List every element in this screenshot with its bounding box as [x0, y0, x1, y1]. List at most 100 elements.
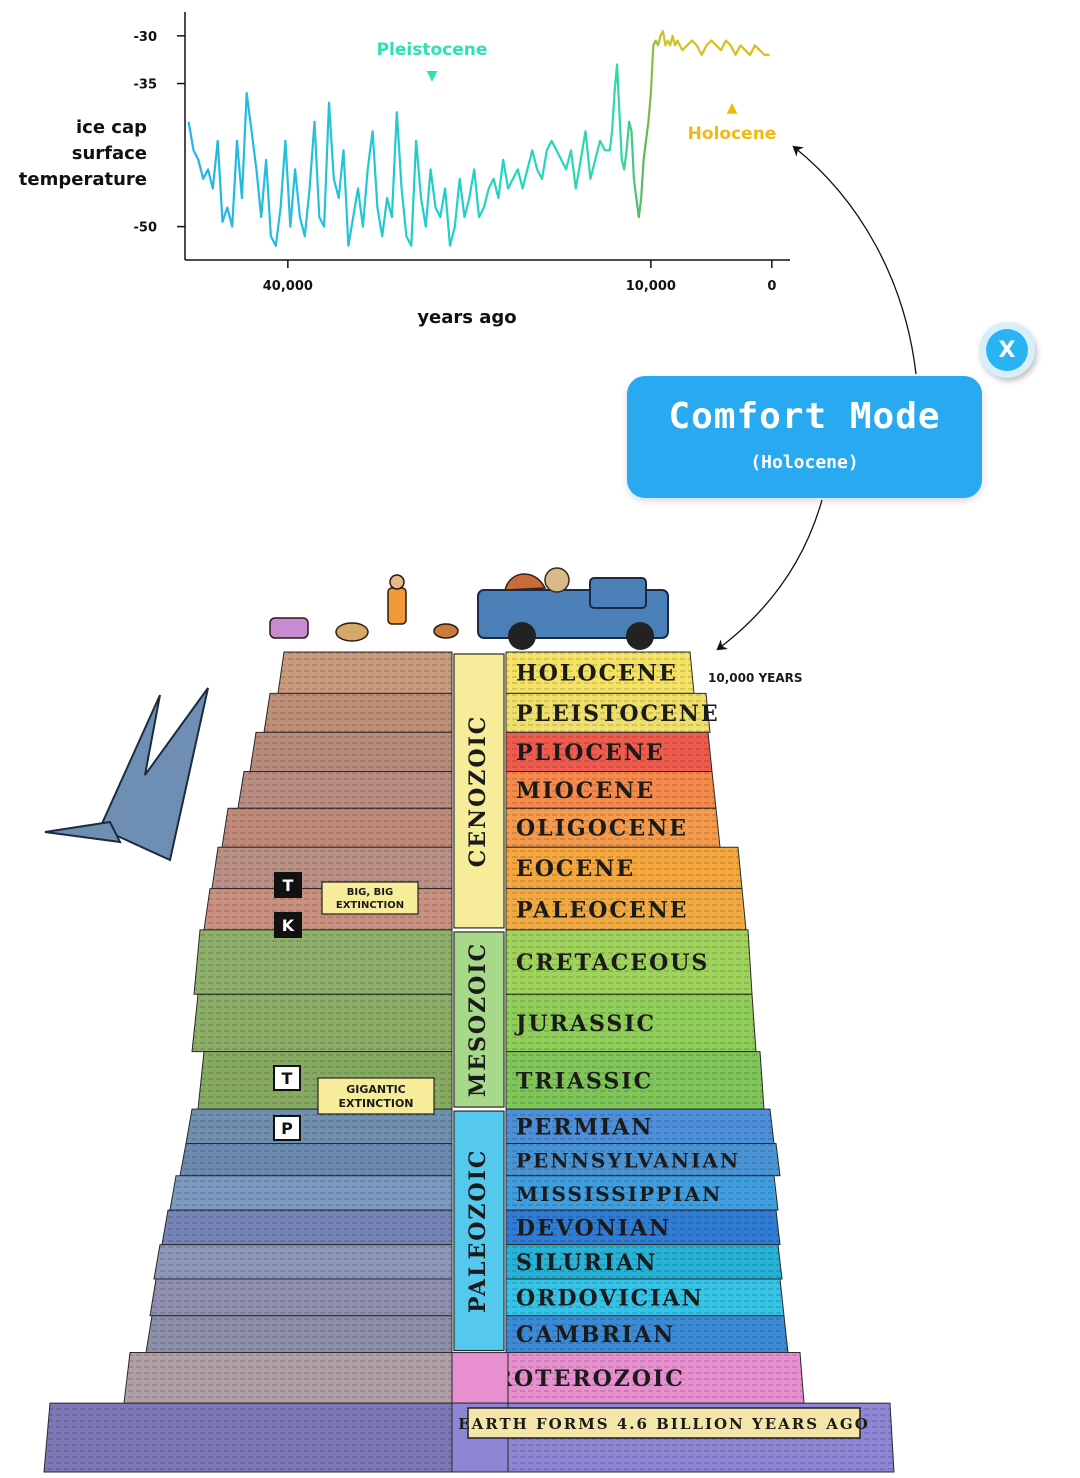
y-tick-label: -30	[134, 30, 158, 45]
extinction-kt-label-box	[321, 881, 419, 915]
period-layer-texture	[506, 929, 752, 995]
period-label-holocene: HOLOCENE	[516, 661, 678, 687]
rock-layer-left-texture	[124, 1352, 452, 1404]
extinction-pt-p-badge	[273, 1115, 301, 1141]
period-layer-texture	[506, 652, 694, 694]
period-layer-texture	[506, 1315, 788, 1353]
period-layer-texture	[506, 888, 746, 930]
period-label-paleocene: PALEOCENE	[516, 897, 689, 923]
y-tick-label: -50	[134, 221, 158, 236]
dog	[335, 622, 369, 642]
extinction-pt-p-letter: P	[281, 1119, 293, 1138]
period-label-proterozoic: PROTEROZOIC	[475, 1366, 685, 1392]
rock-layers-left	[43, 651, 453, 1473]
period-layer-texture	[506, 771, 716, 809]
holocene-marker-icon: ▲	[727, 100, 738, 116]
extinction-pt-t-badge	[273, 1065, 301, 1091]
period-layer-texture	[506, 1279, 784, 1316]
comfort-mode-callout: Comfort Mode (Holocene)	[627, 376, 982, 498]
rock-layer-left-texture	[278, 652, 452, 694]
pleistocene-marker-icon: ▼	[427, 68, 438, 84]
period-label-silurian: SILURIAN	[516, 1250, 657, 1276]
extinction-kt-t-letter: T	[283, 876, 294, 895]
period-label-ordovician: ORDOVICIAN	[516, 1285, 704, 1311]
period-layer-texture	[506, 1210, 780, 1245]
comfort-mode-title: Comfort Mode	[668, 396, 941, 437]
era-block-mesozoic	[453, 931, 505, 1108]
explorer-head	[389, 574, 405, 590]
earth-forms-banner: EARTH FORMS 4.6 BILLION YEARS AGO	[458, 1415, 870, 1433]
period-layer-texture	[506, 1352, 804, 1404]
period-label-miocene: MIOCENE	[516, 778, 655, 804]
period-layer-texture	[506, 1175, 778, 1211]
rock-layer-left-texture	[150, 1279, 452, 1316]
period-label-pliocene: PLIOCENE	[516, 740, 665, 766]
era-column: CENOZOIC MESOZOIC PALEOZOIC	[451, 653, 509, 1473]
x-tick-label: 10,000	[626, 279, 676, 294]
x-tick-label: 40,000	[263, 279, 313, 294]
y-axis-label: ice cap surface temperature	[19, 117, 147, 190]
period-label-mississippian: MISSISSIPPIAN	[516, 1182, 722, 1206]
pterosaur-head	[44, 820, 122, 844]
explorer-kneeling	[269, 617, 309, 639]
extinction-kt: T K BIG, BIG EXTINCTION	[274, 872, 419, 938]
extinction-pt-label-line-2: EXTINCTION	[338, 1097, 413, 1110]
rock-layer-left-texture	[44, 1403, 452, 1472]
extinction-pt-label-line-1: GIGANTIC	[346, 1083, 406, 1096]
period-label-eocene: EOCENE	[516, 856, 635, 882]
rock-layer-left-texture	[192, 994, 452, 1052]
pleistocene-annotation: Pleistocene ▼	[377, 40, 488, 84]
temperature-series-line	[187, 30, 770, 247]
ammonite-cargo	[544, 567, 570, 593]
rock-layer-left-texture	[162, 1210, 452, 1245]
period-label-oligocene: OLIGOCENE	[516, 816, 688, 842]
x-tick-label: 0	[767, 279, 776, 294]
period-label-devonian: DEVONIAN	[516, 1215, 671, 1241]
top-note-10000-years: 10,000 YEARS	[708, 671, 803, 685]
earth-forms-banner-box	[467, 1407, 861, 1439]
rock-layer-left-texture	[154, 1244, 452, 1280]
rock-layer-left-texture	[264, 693, 452, 733]
rock-layer-left-texture	[238, 771, 452, 809]
close-button[interactable]: X	[979, 322, 1035, 378]
extinction-pt: T P GIGANTIC EXTINCTION	[273, 1065, 435, 1141]
rock-layer-left-texture	[186, 1109, 452, 1144]
era-label-paleozoic: PALEOZOIC	[465, 1149, 491, 1313]
period-label-permian: PERMIAN	[516, 1114, 653, 1140]
period-layer-texture	[506, 732, 712, 772]
y-tick-label: -35	[134, 78, 158, 93]
x-axis-label: years ago	[417, 307, 516, 328]
period-layer-texture	[506, 1143, 780, 1176]
period-layer-texture	[506, 1109, 774, 1144]
extinction-kt-label-line-2: EXTINCTION	[336, 900, 404, 911]
y-ticks: -30 -35 -50	[134, 30, 185, 236]
period-layer-texture	[506, 994, 756, 1052]
era-block-cenozoic	[453, 653, 505, 929]
rock-layer-left-texture	[194, 929, 452, 995]
period-layer-texture	[506, 847, 742, 889]
precambrian-column-fill	[451, 1352, 509, 1404]
period-layer-texture	[506, 693, 710, 733]
truck-cab	[589, 577, 647, 609]
rock-layer-left-texture	[180, 1143, 452, 1176]
explorers-group	[269, 567, 669, 650]
era-block-paleozoic	[453, 1110, 505, 1352]
comfort-mode-subtitle: (Holocene)	[750, 452, 859, 473]
truck-wheel-back	[508, 622, 536, 650]
explorer-standing	[387, 587, 407, 625]
era-label-cenozoic: CENOZOIC	[465, 715, 491, 868]
fossil-cargo	[504, 573, 547, 591]
period-label-triassic: TRIASSIC	[516, 1068, 653, 1094]
period-label-jurassic: JURASSIC	[514, 1011, 656, 1037]
close-icon: X	[986, 329, 1028, 371]
pterosaur	[44, 687, 209, 862]
y-axis-label-line-1: ice cap	[76, 117, 147, 138]
era-label-mesozoic: MESOZOIC	[465, 942, 491, 1097]
x-ticks: 40,000 10,000 0	[263, 260, 776, 294]
rock-layer-left-texture	[222, 808, 452, 848]
period-label-pleistocene: PLEISTOCENE	[516, 701, 720, 727]
period-label-pennsylvanian: PENNSYLVANIAN	[516, 1149, 740, 1173]
rock-layer-left-texture	[250, 732, 452, 772]
pleistocene-label: Pleistocene	[377, 40, 488, 60]
rock-layer-left-texture	[212, 847, 452, 889]
